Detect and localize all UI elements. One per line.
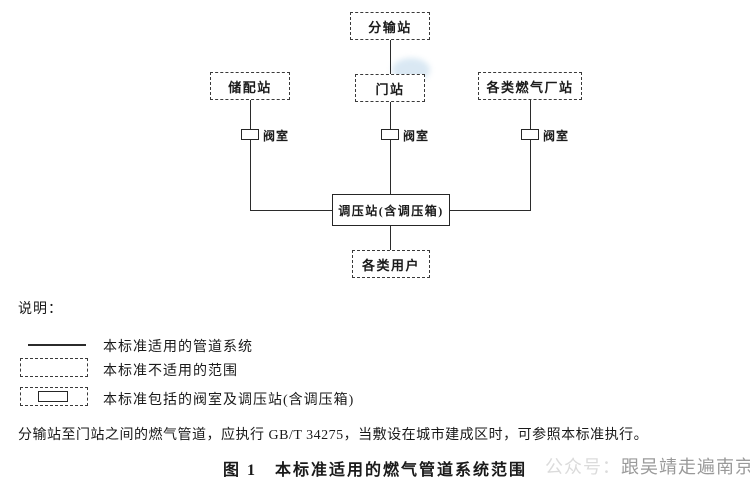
- watermark-prefix: 公众号：: [545, 457, 621, 477]
- node-users: 各类用户: [352, 250, 430, 278]
- pipeline-left-to-regulator: [250, 210, 332, 211]
- legend-item-label: 本标准适用的管道系统: [103, 340, 253, 355]
- pipeline-gate-to-valve: [390, 102, 391, 129]
- legend-valve-symbol: [38, 391, 68, 402]
- pipeline-right-valve-down: [530, 140, 531, 210]
- legend-solid-line-symbol: [28, 344, 86, 346]
- pipeline-left-valve-down: [250, 140, 251, 210]
- node-gas-plant-stations: 各类燃气厂站: [478, 72, 582, 100]
- valve-chamber-left: [241, 129, 259, 140]
- pipeline-plant-to-valve: [530, 100, 531, 129]
- pipeline-center-valve-down: [390, 140, 391, 194]
- pipeline-regulator-to-users: [390, 226, 391, 250]
- valve-label-left: 阀室: [263, 129, 290, 143]
- watermark-name: 跟吴靖走遍南京: [621, 457, 750, 477]
- watermark: 公众号：跟吴靖走遍南京: [545, 453, 750, 479]
- legend-dashed-box-symbol: [20, 358, 88, 377]
- valve-label-center: 阀室: [403, 129, 430, 143]
- legend-title: 说明：: [18, 302, 63, 317]
- legend-item-label: 本标准不适用的范围: [103, 364, 238, 379]
- pipeline-distribution-to-gate: [390, 40, 391, 74]
- valve-label-right: 阀室: [543, 129, 570, 143]
- valve-chamber-right: [521, 129, 539, 140]
- valve-chamber-center: [381, 129, 399, 140]
- node-gate-station: 门站: [355, 74, 425, 102]
- figure-note: 分输站至门站之间的燃气管道，应执行 GB/T 34275，当敷设在城市建成区时，…: [18, 428, 649, 443]
- figure-caption: 图 1 本标准适用的燃气管道系统范围: [222, 462, 527, 479]
- pipeline-right-to-regulator: [450, 210, 531, 211]
- legend-item-label: 本标准包括的阀室及调压站(含调压箱): [103, 393, 355, 408]
- node-regulator-station: 调压站(含调压箱): [332, 194, 450, 226]
- node-storage-station: 储配站: [210, 72, 290, 100]
- node-distribution-station: 分输站: [350, 12, 430, 40]
- pipeline-storage-to-valve: [250, 100, 251, 129]
